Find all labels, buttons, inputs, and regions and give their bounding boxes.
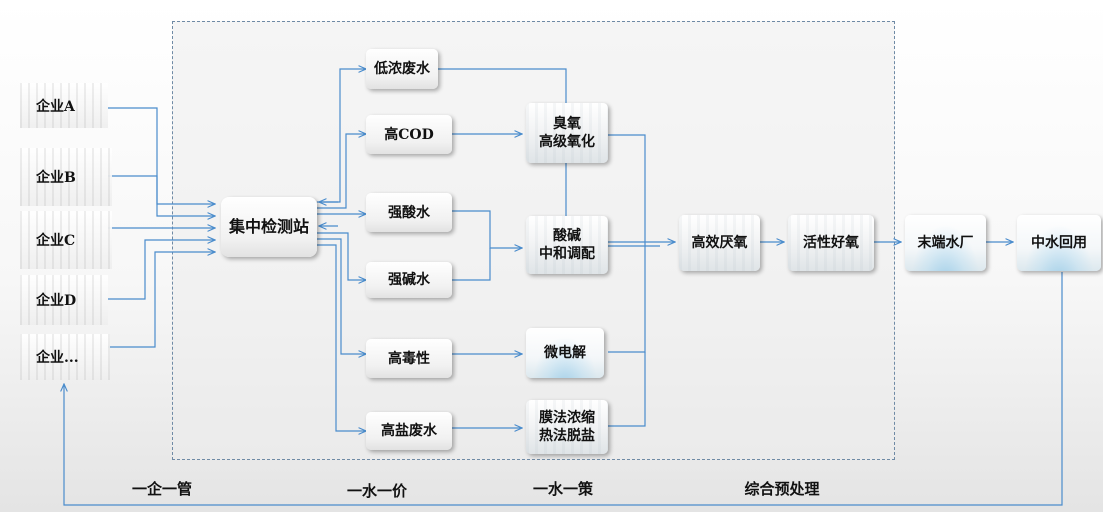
stream-low-concentration: 低浓废水 xyxy=(366,49,438,89)
reclaimed-water-reuse: 中水回用 xyxy=(1017,215,1101,271)
active-aerobic: 活性好氧 xyxy=(788,215,874,271)
terminal-water-plant: 末端水厂 xyxy=(905,215,986,271)
membrane-thermal-unit: 膜法浓缩 热法脱盐 xyxy=(526,400,608,454)
neutral-line-2: 中和调配 xyxy=(539,246,595,262)
stage-label-one-pipe: 一企一管 xyxy=(131,480,193,498)
stage-label-one-price: 一水一价 xyxy=(346,482,408,500)
micro-electrolysis-unit: 微电解 xyxy=(526,328,604,378)
detection-station: 集中检测站 xyxy=(221,197,317,257)
stage-label-one-strategy: 一水一策 xyxy=(532,480,594,498)
ozone-line-2: 高级氧化 xyxy=(539,134,595,150)
stream-strong-acid: 强酸水 xyxy=(366,193,452,232)
stream-high-cod: 高COD xyxy=(366,115,452,154)
stage-label-comprehensive-pretreatment: 综合预处理 xyxy=(744,480,820,498)
membrane-line-1: 膜法浓缩 xyxy=(539,410,595,426)
ozone-oxidation-unit: 臭氧 高级氧化 xyxy=(526,103,608,163)
stream-strong-base: 强碱水 xyxy=(366,262,452,298)
high-efficiency-anaerobic: 高效厌氧 xyxy=(679,215,760,271)
company-c: 企业C xyxy=(20,211,112,269)
company-etc: 企业... xyxy=(20,334,110,380)
membrane-line-2: 热法脱盐 xyxy=(539,428,595,444)
stream-high-salt: 高盐废水 xyxy=(366,412,452,450)
company-a: 企业A xyxy=(20,83,108,128)
stream-high-toxicity: 高毒性 xyxy=(366,339,452,378)
acid-base-neutralization-unit: 酸碱 中和调配 xyxy=(526,216,608,274)
neutral-line-1: 酸碱 xyxy=(553,228,581,244)
company-d: 企业D xyxy=(20,275,108,325)
company-b: 企业B xyxy=(20,148,112,206)
ozone-line-1: 臭氧 xyxy=(553,116,581,132)
